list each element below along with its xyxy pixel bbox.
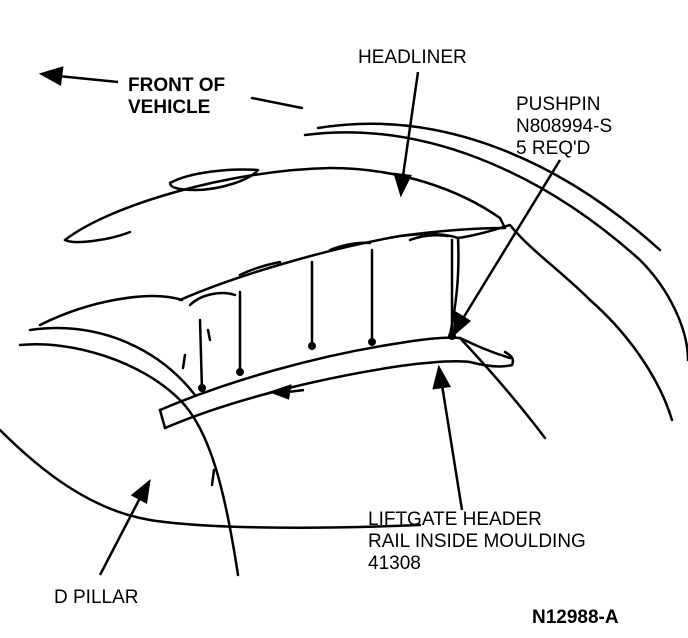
pushpin-label-line2: N808994-S — [516, 116, 613, 137]
front-of-vehicle-label-line1: FRONT OF — [128, 75, 226, 96]
clip-2 — [328, 241, 372, 252]
clip-3 — [408, 233, 450, 242]
roof-outer-edge — [303, 131, 688, 362]
clip-4 — [188, 291, 237, 307]
pushpin-arrowhead — [452, 310, 472, 337]
moulding-direction-arrow — [268, 384, 305, 400]
front-of-vehicle-arrow — [57, 74, 119, 84]
moulding-label-line1: LIFTGATE HEADER — [368, 509, 542, 530]
pushpin-label-line3: 5 REQ'D — [516, 138, 591, 159]
headliner-arrowhead — [393, 172, 412, 198]
moulding-label-line2: RAIL INSIDE MOULDING — [368, 531, 586, 552]
pushpin-head-2 — [236, 368, 244, 376]
front-arrow-line — [250, 96, 304, 110]
d-pillar-label: D PILLAR — [54, 587, 139, 608]
front-of-vehicle-label-line2: VEHICLE — [128, 97, 211, 118]
lower-body-edge — [0, 428, 422, 529]
moulding-top-edge — [158, 336, 512, 412]
moulding-left-end — [158, 408, 167, 430]
body-panel-left — [38, 294, 184, 327]
moulding-bottom-edge — [163, 350, 515, 430]
d-pillar-edge — [18, 343, 240, 577]
moulding-arrowhead — [432, 364, 451, 390]
pushpin-head-3 — [308, 342, 316, 350]
roof-outer-edge-2 — [316, 122, 662, 252]
moulding-tail — [458, 336, 547, 440]
headliner-lower-edge — [63, 230, 132, 244]
pushpin-head-4 — [368, 338, 376, 346]
headliner-front-flap — [168, 168, 260, 192]
headliner-panel — [63, 166, 507, 242]
headliner-label: HEADLINER — [358, 47, 467, 68]
clip-1 — [238, 260, 282, 277]
header-rail-upper — [178, 232, 460, 337]
d-pillar-inner — [28, 326, 197, 397]
moulding-leader — [440, 384, 464, 511]
d-pillar-leader — [98, 497, 142, 576]
pushpin-leader — [460, 159, 562, 321]
d-pillar-arrowhead — [130, 478, 151, 504]
pushpin-line-1 — [198, 318, 204, 392]
moulding-label-line3: 41308 — [368, 553, 421, 574]
front-of-vehicle-arrowhead — [38, 66, 64, 86]
pushpin-label-line1: PUSHPIN — [516, 94, 601, 115]
figure-id: N12988-A — [532, 607, 619, 628]
pushpin-head-1 — [198, 384, 206, 392]
headliner-leader — [401, 71, 420, 177]
small-ticks — [181, 328, 216, 487]
rear-trim-right — [456, 223, 674, 422]
